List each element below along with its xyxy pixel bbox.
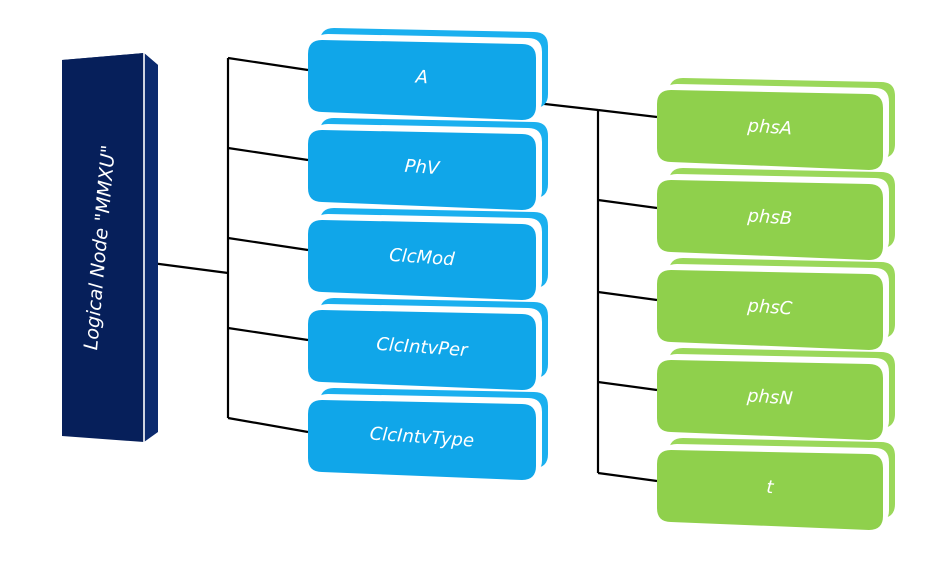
connector-to-data-object bbox=[227, 146, 309, 162]
attribute-front-plate bbox=[657, 180, 883, 260]
logical-node-front bbox=[62, 53, 144, 442]
data-object-box: PhV bbox=[308, 118, 548, 210]
connector-to-attribute bbox=[597, 471, 658, 483]
connector-to-attribute bbox=[597, 198, 658, 210]
data-object-box: ClcIntvPer bbox=[308, 298, 548, 390]
data-object-label: A bbox=[414, 67, 429, 89]
attribute-front-plate bbox=[657, 90, 883, 170]
attribute-label: phsN bbox=[745, 385, 793, 409]
attribute-box: t bbox=[657, 438, 895, 530]
connector-to-attribute bbox=[597, 290, 658, 302]
data-object-box: ClcMod bbox=[308, 208, 548, 300]
data-object-front-plate bbox=[308, 400, 536, 480]
attribute-box: phsB bbox=[657, 168, 895, 260]
attribute-box: phsA bbox=[657, 78, 895, 170]
attribute-box: phsN bbox=[657, 348, 895, 440]
data-object-front-plate bbox=[308, 220, 536, 300]
connector-to-attribute bbox=[597, 108, 658, 119]
connector-to-data-object bbox=[227, 326, 309, 342]
logical-node-side bbox=[144, 53, 158, 442]
attribute-front-plate bbox=[657, 360, 883, 440]
data-object-front-plate bbox=[308, 40, 536, 120]
logical-node-block: Logical Node "MMXU" bbox=[62, 53, 158, 442]
connector-to-data-object bbox=[227, 416, 309, 434]
data-object-box: ClcIntvType bbox=[308, 388, 548, 480]
data-object-label: PhV bbox=[404, 156, 442, 179]
attribute-box: phsC bbox=[657, 258, 895, 350]
connector-to-attribute bbox=[597, 380, 658, 392]
attribute-column: phsA phsB phsC phsN t bbox=[657, 78, 895, 530]
data-object-front-plate bbox=[308, 310, 536, 390]
attribute-label: phsA bbox=[746, 115, 793, 139]
data-object-front-plate bbox=[308, 130, 536, 210]
connector-to-data-object bbox=[227, 236, 309, 252]
connector-a-to-bus bbox=[535, 101, 599, 112]
data-object-box: A bbox=[308, 28, 548, 120]
attribute-front-plate bbox=[657, 270, 883, 350]
connector-lines bbox=[143, 56, 658, 483]
attribute-label: t bbox=[766, 477, 775, 499]
attribute-front-plate bbox=[657, 450, 883, 530]
connector-to-data-object bbox=[227, 56, 309, 72]
data-object-label: ClcMod bbox=[389, 245, 456, 271]
attribute-label: phsB bbox=[746, 205, 793, 229]
attribute-label: phsC bbox=[746, 295, 794, 319]
